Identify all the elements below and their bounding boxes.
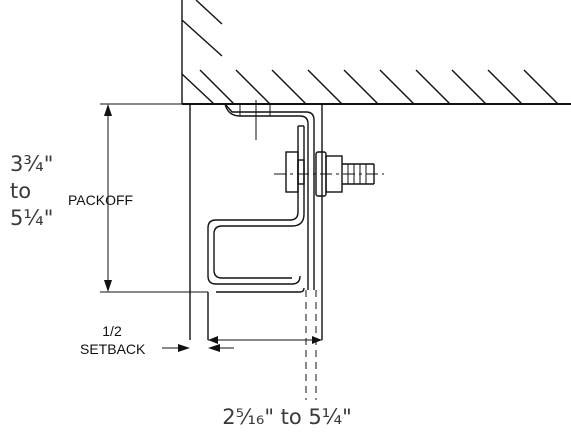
setback-dimension [162, 344, 234, 352]
packoff-dimension [100, 103, 208, 293]
packoff-arrow-top [104, 104, 112, 116]
wall-hatch-strokes [181, 0, 223, 105]
clip-inner-profile [224, 103, 309, 290]
packoff-range-line2: to [10, 179, 31, 203]
z-bracket [207, 125, 305, 340]
bracket-inner-profile [213, 126, 305, 279]
frame-lines [189, 104, 323, 400]
bolt-assembly [274, 151, 384, 197]
washer-left [297, 159, 305, 185]
bottom-range-label: 2⁵⁄₁₆" to 5¼" [222, 405, 352, 429]
range-dimension [208, 336, 322, 344]
bracket-lower-flange [216, 287, 305, 293]
clip-outer-profile [224, 103, 315, 290]
range-arrow-right [312, 336, 322, 344]
ceiling-hatch [181, 0, 571, 105]
ceiling-hatch-strokes [199, 69, 559, 105]
packoff-range-line3: 5¼" [10, 206, 53, 230]
setback-label: SETBACK [80, 341, 146, 357]
range-arrow-left [208, 336, 218, 344]
setback-value: 1/2 [102, 323, 122, 339]
bracket-outer-profile [207, 126, 301, 285]
setback-arrow [178, 344, 190, 352]
nut-left [285, 151, 299, 193]
packoff-label: PACKOFF [68, 192, 133, 208]
setback-arrow-right [208, 344, 220, 352]
top-angle-clip [224, 100, 315, 290]
packoff-range-line1: 3¾" [10, 152, 53, 176]
packoff-arrow-bottom [104, 280, 112, 292]
